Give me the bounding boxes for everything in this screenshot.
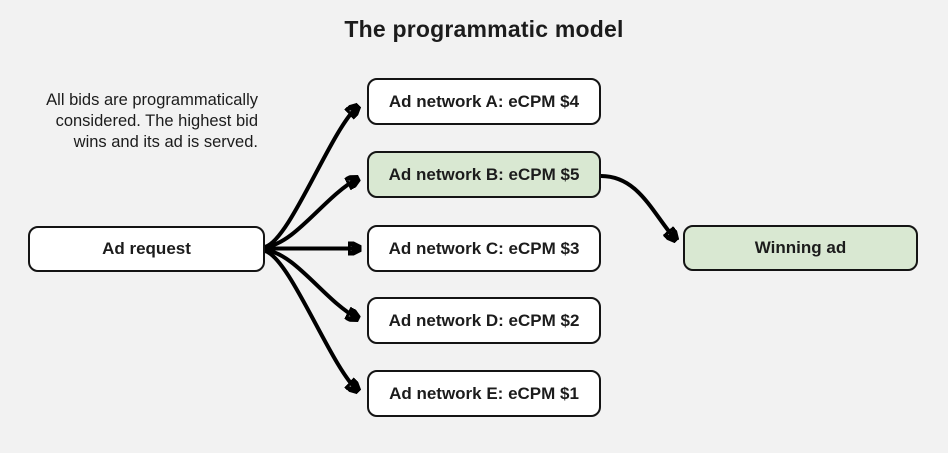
node-label: Ad network D: eCPM $2 [388,310,580,330]
node-ad-network-b: Ad network B: eCPM $5 [367,151,601,198]
node-ad-network-e: Ad network E: eCPM $1 [367,370,601,417]
node-winning-ad: Winning ad [683,225,918,271]
edge-network-b-to-winning-ad [600,174,675,239]
annotation-line: considered. The highest bid [55,112,258,130]
annotation-line: All bids are programmatically [46,91,258,109]
edge-ad-request-to-network-a [264,107,357,249]
edge-ad-request-to-network-b [264,179,357,249]
diagram-title: The programmatic model [344,16,624,42]
node-ad-network-a: Ad network A: eCPM $4 [367,78,601,125]
node-label: Ad network B: eCPM $5 [388,164,580,184]
annotation-line: wins and its ad is served. [73,133,258,151]
annotation-text: All bids are programmatically considered… [10,90,258,153]
node-ad-network-c: Ad network C: eCPM $3 [367,225,601,272]
node-label: Ad network E: eCPM $1 [389,383,579,403]
node-label: Ad network A: eCPM $4 [388,91,580,111]
node-ad-request: Ad request [28,226,265,272]
node-label: Ad network C: eCPM $3 [388,238,580,258]
edge-ad-request-to-network-e [264,249,357,390]
edge-ad-request-to-network-d [264,248,357,318]
node-ad-network-d: Ad network D: eCPM $2 [367,297,601,344]
node-label: Ad request [102,239,191,258]
node-label: Winning ad [754,238,847,257]
